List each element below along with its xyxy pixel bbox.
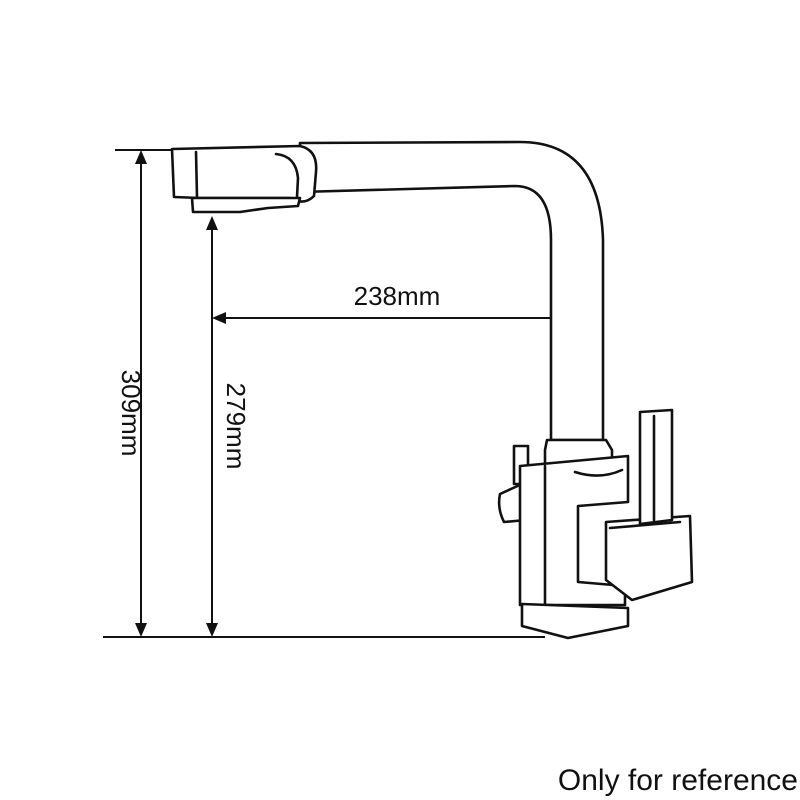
right-lever <box>638 408 674 526</box>
spout-height-dimension <box>206 216 218 637</box>
spout-reach-dimension <box>212 312 582 324</box>
total-height-label: 309mm <box>116 370 146 457</box>
reference-note: Only for reference <box>557 764 798 797</box>
spout-height-label: 279mm <box>221 383 251 470</box>
total-height-dimension <box>135 150 147 637</box>
spout-arm <box>298 140 605 442</box>
base-plate <box>520 602 630 640</box>
right-handle-box <box>604 514 694 602</box>
spout-reach-label: 238mm <box>354 281 441 311</box>
aerator <box>190 196 302 214</box>
spout-head <box>170 144 318 203</box>
faucet-drawing <box>170 140 694 640</box>
